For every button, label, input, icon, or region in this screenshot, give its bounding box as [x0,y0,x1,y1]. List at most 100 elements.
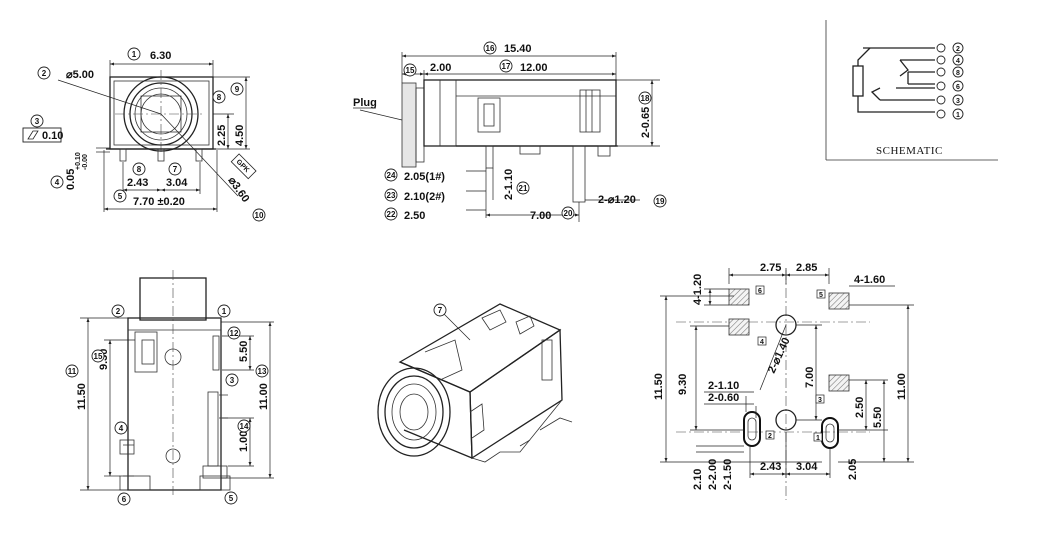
dim-total-length: 11.50 [653,373,665,400]
callout: 3 [230,376,235,385]
dim-slot-inner: 2-0.60 [708,392,739,404]
dim-pin-spacing: 7.00 [530,210,551,222]
dim-hole-spacing: 7.00 [804,367,816,388]
pad-number: 2 [768,433,772,440]
isometric-callouts: 7 [433,303,447,317]
dim-pad3-span: 5.50 [872,407,884,428]
callout: 7 [438,306,443,315]
pad-number: 6 [758,288,762,295]
dim-pad-height: 4-1.20 [692,274,704,305]
dim-pad-span: 9.30 [677,374,689,395]
callout: 23 [387,191,396,200]
dim-slot-right-offset: 2.05 [847,459,859,480]
callout: 16 [486,44,495,53]
dim-body-length: 11.50 [76,383,88,410]
callout: 2 [116,307,121,316]
callout: 15 [94,352,103,361]
callout: 6 [122,495,127,504]
schematic-pins: 2 4 8 6 3 1 SCHEMATIC [876,42,964,157]
dim-post-diameter: 2-⌀1.20 [598,194,636,206]
dim-inner-diameter: ⌀3.60 [226,175,252,205]
dim-width: 6.30 [150,50,171,62]
callout: 10 [255,211,264,220]
dim-diameter: ⌀5.00 [66,69,94,81]
top-view [80,270,274,495]
pcb-footprint [660,268,914,500]
dim-body-length: 12.00 [520,62,548,74]
dim-lower-pin: 1.00 [238,431,250,452]
dim-tolerance-plus: +0.10 [75,152,82,170]
dim-pin-range: 11.00 [258,383,270,410]
dim-half-height: 2.25 [216,125,228,146]
schematic-pin: 6 [956,84,960,91]
callout: 19 [656,197,665,206]
dim-plug-offset: 2.00 [430,62,451,74]
callout: 2 [42,69,47,78]
callout: 9 [235,85,240,94]
callout: 18 [641,94,650,103]
schematic-pin: 3 [956,98,960,105]
dim-pin1: 2.05(1#) [404,171,445,183]
schematic-pin: 1 [956,112,960,119]
front-view-callouts: 1 2 3 4 5 7 8 8 9 10 [30,47,266,222]
dim-pad-x-left: 2.75 [760,262,781,274]
schematic-pin: 4 [956,58,960,65]
callout: 15 [406,66,415,75]
side-view [359,52,660,222]
dim-slot-right: 3.04 [796,461,818,473]
dim-lead-right: 3.04 [166,177,188,189]
callout: 1 [222,307,227,316]
callout: 12 [230,329,239,338]
top-view-labels: 11.50 9.30 5.50 11.00 1.00 [76,341,270,452]
pad-number: 1 [816,435,820,442]
dim-pad-range: 11.00 [896,373,908,400]
front-view [57,60,250,212]
dim-tolerance-minus: -0.00 [82,154,89,170]
dim-slot-width: 2-1.10 [708,380,739,392]
side-view-callouts: 15 16 17 18 19 20 21 22 23 24 [384,41,667,221]
plug-label: Plug [353,97,377,109]
schematic-label: SCHEMATIC [876,145,943,157]
callout: 24 [387,171,396,180]
dim-tolerance-base: 0.05 [65,169,77,190]
dim-hole-diameter: 2-⌀1.40 [766,336,793,375]
callout: 11 [68,367,77,376]
dim-standoff: 2-0.65 [640,107,652,138]
dim-slot-inner-length: 2-1.50 [722,459,734,490]
dim-overall-width: 7.70 ±0.20 [133,196,185,208]
callout: 8 [137,165,142,174]
pad-number: 5 [819,292,823,299]
dim-slot-left: 2.43 [760,461,781,473]
callout: 21 [519,184,528,193]
dim-pin2: 2.10(2#) [404,191,445,203]
callout: 8 [217,93,222,102]
callout: 14 [240,422,249,431]
callout: 7 [173,165,178,174]
pcb-footprint-labels: 4-1.20 2.75 2.85 4-1.60 11.50 9.30 7.00 … [653,262,908,490]
callout: 4 [119,424,124,433]
dim-pad-width: 4-1.60 [854,274,885,286]
callout: 1 [132,50,137,59]
top-view-callouts: 1 2 3 4 5 6 11 12 13 14 15 [65,304,269,506]
pad-number: 3 [818,397,822,404]
dim-pad3-offset: 2.50 [854,397,866,418]
front-view-labels: 6.30 ⌀5.00 0.10 2.25 4.50 2.43 3.04 7.70… [22,50,257,208]
dim-slot-bottom: 2.10 [692,469,704,490]
schematic-pin: 2 [956,46,960,53]
dim-pin-width: 2-1.10 [503,169,515,200]
callout: 17 [502,62,511,71]
isometric-view [377,303,573,463]
callout: 3 [35,117,40,126]
pad-number: 4 [760,339,764,346]
callout: 5 [229,494,234,503]
schematic [825,20,998,161]
dim-pin-offset: 2.50 [404,210,425,222]
pcb-pad-numbers: 1 2 3 4 5 6 [755,285,826,442]
dim-upper-pin: 5.50 [238,341,250,362]
side-view-labels: Plug 15.40 2.00 12.00 2-0.65 2.05(1#) 2.… [353,43,652,222]
callout: 4 [55,178,60,187]
dim-slot-length: 2-2.00 [707,459,719,490]
dim-pad-x-right: 2.85 [796,262,817,274]
dim-lead-left: 2.43 [127,177,148,189]
